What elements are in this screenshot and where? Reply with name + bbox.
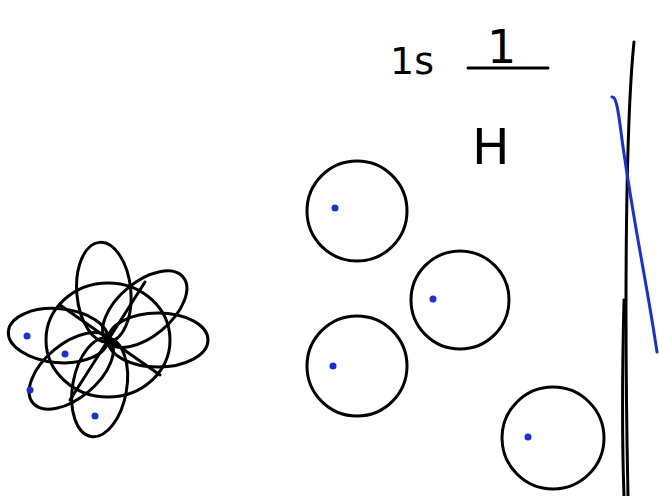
- electron-count: 1: [487, 24, 516, 70]
- vertical-line: [626, 42, 634, 496]
- orbital-name: 1s: [390, 42, 434, 80]
- electron-dots: [330, 205, 532, 441]
- electron-dots: [24, 333, 99, 420]
- element-symbol: H: [472, 122, 510, 172]
- wave-line: [612, 97, 657, 352]
- vertical-line: [623, 300, 625, 496]
- s-orbitals: [307, 161, 604, 489]
- orbital-lobes: [6, 240, 208, 441]
